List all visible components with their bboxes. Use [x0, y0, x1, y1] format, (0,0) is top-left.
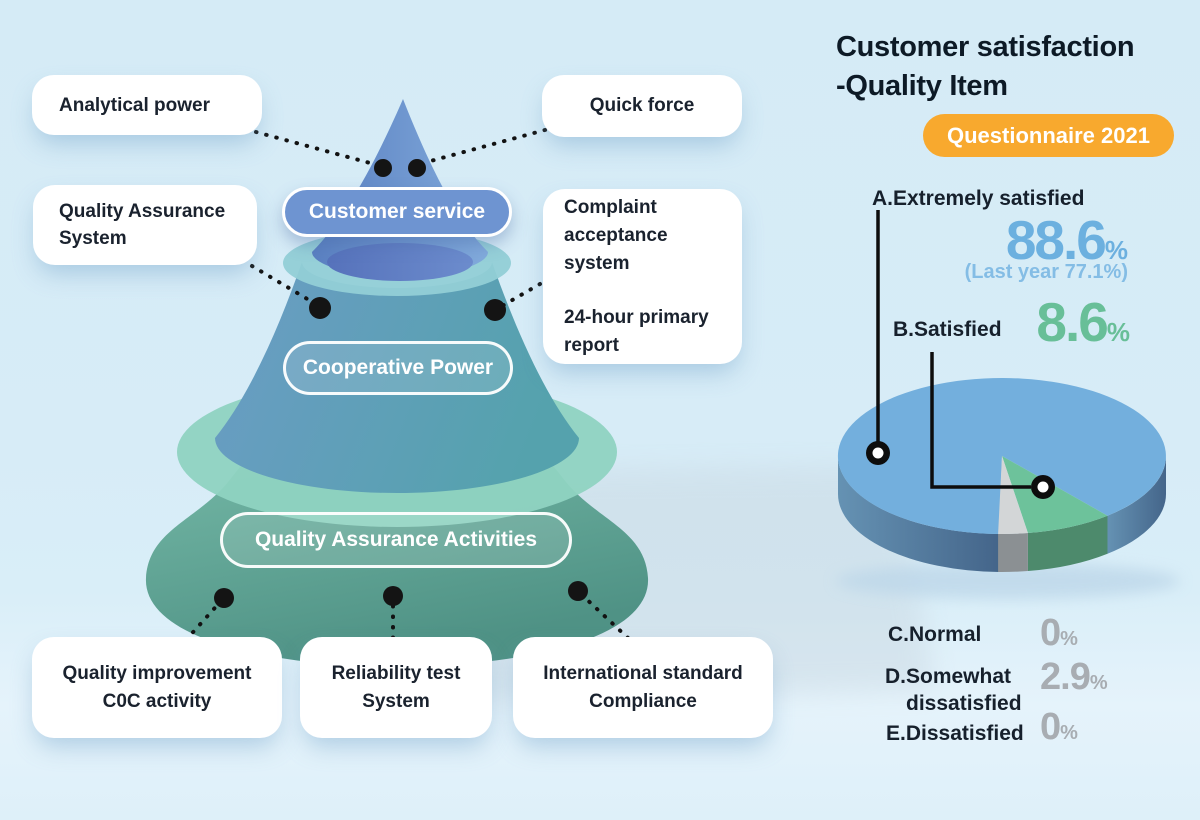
dot-reliability	[383, 586, 403, 606]
callout-reliability-test-line1: Reliability test	[331, 662, 461, 684]
callout-analytical-power-text: Analytical power	[59, 94, 210, 116]
pill-cooperative-power: Cooperative Power	[283, 341, 513, 395]
cone-top-base-ellipse	[327, 243, 473, 281]
dot-international	[568, 581, 588, 601]
pie-cast-shadow	[836, 563, 1180, 599]
pie-slice-side	[838, 456, 1000, 572]
page-title-line2: -Quality Item	[836, 70, 1008, 102]
legend-a-label: A.Extremely satisfied	[872, 187, 1085, 210]
connector-analytical	[254, 130, 372, 165]
page-title: Customer satisfaction -Quality Item	[836, 28, 1135, 106]
dot-quick-force	[408, 159, 426, 177]
callout-report-line1: 24-hour primary	[564, 306, 709, 328]
legend-e-label: E.Dissatisfied	[886, 722, 1024, 745]
value-e-number: 0	[1040, 706, 1061, 748]
pie-slice-side	[1027, 515, 1108, 571]
value-e-unit: %	[1060, 722, 1078, 744]
callout-reliability-test: Reliability test System	[300, 637, 492, 738]
pie-slice-top	[998, 456, 1028, 535]
callout-complaint-line2: acceptance	[564, 224, 668, 246]
callout-quick-force-text: Quick force	[589, 95, 695, 116]
pie-slice-side	[1107, 456, 1166, 554]
legend-b-label: B.Satisfied	[893, 318, 1002, 341]
pie-marker-a-center	[872, 447, 884, 459]
pill-customer-service-label: Customer service	[308, 200, 486, 223]
connector-international	[579, 592, 630, 640]
pill-customer-service: Customer service	[282, 187, 512, 237]
pie-slice-side	[998, 533, 1028, 573]
callout-complaint-line1: Complaint	[564, 196, 657, 218]
value-b-number: 8.6	[1036, 291, 1108, 353]
legend-d-label: D.Somewhat dissatisfied	[885, 663, 1022, 717]
cone-anchor-dots	[214, 159, 588, 608]
callout-analytical-power: Analytical power	[32, 75, 262, 135]
cone-tier-middle	[215, 262, 579, 493]
value-d-number: 2.9	[1040, 656, 1091, 698]
dotted-connectors	[184, 128, 630, 642]
legend-d-label-line1: D.Somewhat	[885, 665, 1012, 688]
value-d-unit: %	[1089, 672, 1108, 694]
callout-qa-system: Quality Assurance System	[33, 185, 257, 265]
callout-quality-improvement-line1: Quality improvement	[62, 662, 252, 684]
connector-quick-force	[425, 128, 547, 164]
value-b: 8.6%	[980, 290, 1130, 354]
callout-complaint-line3: system	[564, 252, 630, 274]
value-a-unit: %	[1104, 235, 1128, 265]
value-d: 2.9%	[1040, 656, 1108, 699]
pie-callouts	[866, 210, 1055, 499]
callout-complaint: Complaint acceptance system 24-hour prim…	[543, 189, 742, 364]
value-a-note: (Last year 77.1%)	[964, 261, 1128, 283]
callout-quality-improvement-line2: C0C activity	[102, 690, 212, 712]
value-a-number: 88.6	[1005, 209, 1107, 271]
callout-international-standard-line1: International standard	[543, 662, 743, 684]
dot-complaint	[484, 299, 506, 321]
legend-c-label: C.Normal	[888, 623, 982, 646]
callout-international-standard: International standard Compliance	[513, 637, 773, 738]
connector-quality-improvement	[184, 599, 223, 642]
pie-callout-line-b	[930, 352, 1031, 489]
legend-d-label-line2: dissatisfied	[906, 692, 1022, 715]
pill-cooperative-power-label: Cooperative Power	[302, 356, 494, 379]
connector-complaint	[500, 282, 542, 308]
callout-reliability-test-line2: System	[362, 690, 430, 712]
pie-slice-top	[1002, 456, 1108, 533]
callout-qa-system-line2: System	[59, 228, 127, 249]
questionnaire-badge-label: Questionnaire 2021	[947, 122, 1150, 148]
pill-quality-assurance-activities: Quality Assurance Activities	[220, 512, 572, 568]
pie-slice-top	[837, 378, 1166, 534]
value-b-unit: %	[1106, 317, 1130, 347]
callout-qa-system-line1: Quality Assurance	[59, 201, 226, 222]
pill-quality-assurance-activities-label: Quality Assurance Activities	[254, 528, 538, 551]
connector-qa-system	[250, 264, 316, 305]
page-title-line1: Customer satisfaction	[836, 31, 1135, 63]
dot-analytical	[374, 159, 392, 177]
pie-chart	[837, 378, 1166, 573]
callout-international-standard-line2: Compliance	[589, 690, 697, 712]
callout-quick-force: Quick force	[542, 75, 742, 137]
value-c-unit: %	[1060, 628, 1078, 650]
value-c: 0%	[1040, 612, 1078, 655]
dot-qa-system	[309, 297, 331, 319]
pie-marker-b-center	[1037, 481, 1049, 493]
dot-quality-improvement	[214, 588, 234, 608]
callout-report-line2: report	[564, 334, 619, 356]
value-a: 88.6%	[898, 208, 1128, 272]
callout-quality-improvement: Quality improvement C0C activity	[32, 637, 282, 738]
value-c-number: 0	[1040, 612, 1061, 654]
value-e: 0%	[1040, 706, 1078, 749]
questionnaire-badge: Questionnaire 2021	[923, 114, 1174, 157]
